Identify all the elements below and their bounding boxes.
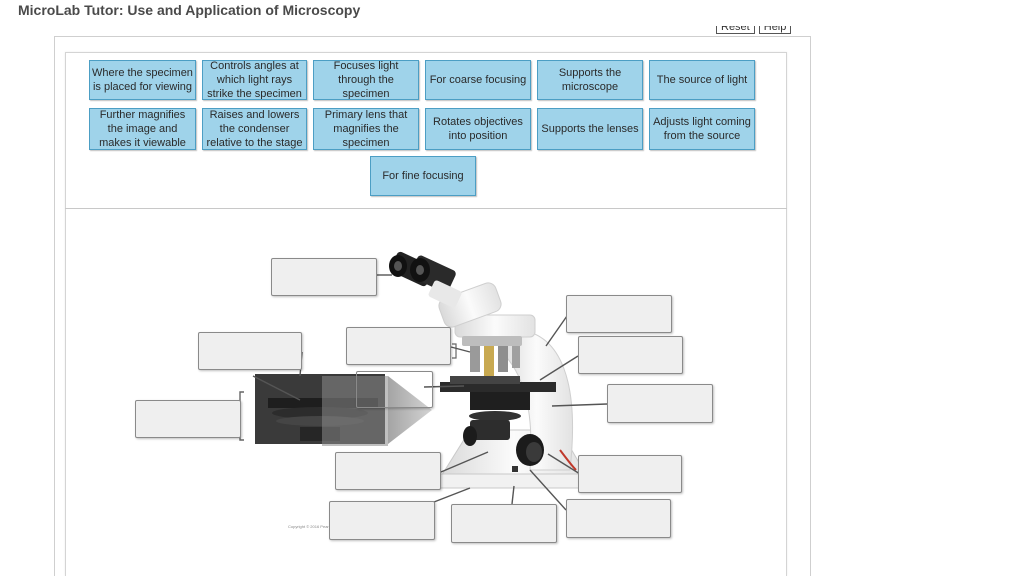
- drop-zone-coarse-focus[interactable]: [607, 384, 713, 423]
- drop-zone-fine-focus[interactable]: [578, 455, 682, 493]
- label-tile-coarse-focus[interactable]: For coarse focusing: [425, 60, 531, 100]
- toolbar: Reset Help: [716, 26, 792, 40]
- label-tile-condenser[interactable]: Focuses light through the specimen: [313, 60, 419, 100]
- label-tile-stage[interactable]: Where the specimen is placed for viewing: [89, 60, 196, 100]
- label-tile-condenser-knob[interactable]: Raises and lowers the condenser relative…: [202, 108, 307, 150]
- drop-zone-condenser-upper[interactable]: [198, 332, 302, 370]
- panel-divider: [65, 208, 787, 209]
- label-tile-nosepiece[interactable]: Rotates objectives into position: [425, 108, 531, 150]
- drop-zone-ocular[interactable]: [271, 258, 377, 296]
- label-tile-light-adjustment[interactable]: Adjusts light coming from the source: [649, 108, 755, 150]
- drop-zone-condenser-knob[interactable]: [335, 452, 441, 490]
- help-button[interactable]: Help: [758, 26, 792, 34]
- drop-zone-objective[interactable]: [578, 336, 683, 374]
- label-tile-fine-focus[interactable]: For fine focusing: [370, 156, 476, 196]
- drop-zone-arm[interactable]: [566, 295, 672, 333]
- drop-zone-base[interactable]: [329, 501, 435, 540]
- label-tile-light-source[interactable]: The source of light: [649, 60, 755, 100]
- drop-zone-condenser-lower[interactable]: [135, 400, 241, 438]
- reset-button[interactable]: Reset: [716, 26, 755, 34]
- drop-zone-nosepiece[interactable]: [346, 327, 451, 365]
- label-tile-objective-lens[interactable]: Primary lens that magnifies the specimen: [313, 108, 419, 150]
- copyright-notice: Copyright © 2016 Pearson Education, Inc.: [288, 524, 363, 529]
- page-title: MicroLab Tutor: Use and Application of M…: [18, 2, 361, 18]
- drop-zone-light-source[interactable]: [451, 504, 557, 543]
- label-tile-base[interactable]: Supports the microscope: [537, 60, 643, 100]
- drop-zone-stage[interactable]: [356, 371, 433, 408]
- label-tile-arm[interactable]: Supports the lenses: [537, 108, 643, 150]
- label-tile-ocular-lens[interactable]: Further magnifies the image and makes it…: [89, 108, 196, 150]
- drop-zone-light-adjustment[interactable]: [566, 499, 671, 538]
- label-tile-iris-diaphragm[interactable]: Controls angles at which light rays stri…: [202, 60, 307, 100]
